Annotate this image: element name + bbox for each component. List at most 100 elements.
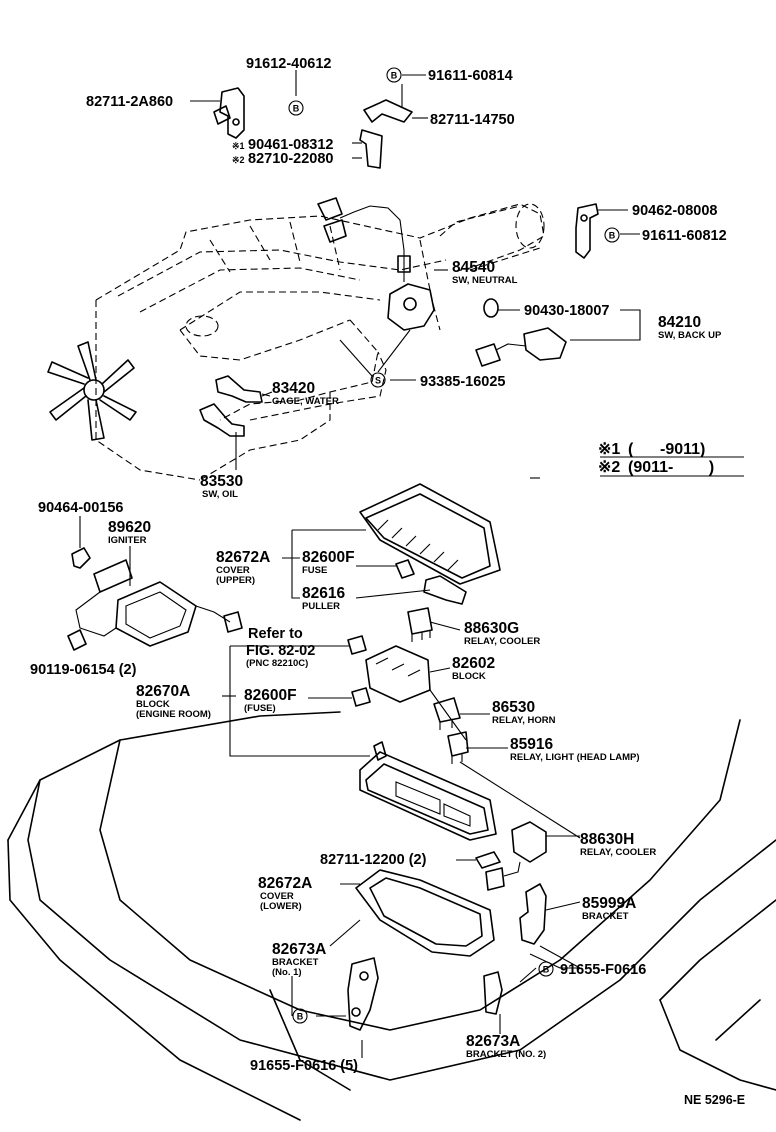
label-82600f-b: 82600F [244,687,297,704]
bracket-82711-2a860 [213,87,245,139]
svg-text:B: B [543,965,550,975]
label-88630h: 88630H [580,831,634,848]
fan-icon [47,341,137,441]
label-91611-60814: 91611-60814 [428,68,513,84]
label-91612-40612: 91612-40612 [246,56,331,72]
bracket-82711-14750 [359,99,413,169]
label-85999a-name: BRACKET [582,911,629,922]
label-90461-08312: 90461-08312 [248,137,333,153]
neutral-switch-84540 [317,197,435,331]
label-84210-name: SW, BACK UP [658,330,722,341]
leader-lines [79,70,641,1058]
bracket-82673a-1 [347,957,379,1031]
label-82672a-upper-name1: COVER [216,565,250,576]
svg-text:B: B [293,104,300,114]
relay-85916 [447,731,469,764]
label-85916: 85916 [510,736,553,753]
bracket-85999a [519,883,547,945]
igniter-89620 [67,547,243,651]
label-82673a-1-name2: (No. 1) [272,967,302,978]
label-82670a-name2: (ENGINE ROOM) [136,709,211,720]
label-82673a-2: 82673A [466,1033,520,1050]
label-82711-14750: 82711-14750 [430,112,515,128]
label-82600f-b-name: (FUSE) [244,703,276,714]
label-82672a-upper: 82672A [216,549,270,566]
label-82673a-2-name: BRACKET (NO. 2) [466,1049,546,1060]
label-82673a-1-name1: BRACKET [272,957,319,968]
label-82672a-lower-name2: (LOWER) [260,901,302,912]
label-82602-name: BLOCK [452,671,486,682]
label-93385-16025: 93385-16025 [420,374,505,390]
relay-88630h [485,821,547,891]
label-82616: 82616 [302,585,345,602]
label-sub-mark-2: ※2 [232,155,245,165]
label-82672a-upper-name2: (UPPER) [216,575,255,586]
block-82602 [365,645,431,703]
label-91611-60812: 91611-60812 [642,228,727,244]
label-82672a-lower: 82672A [258,875,312,892]
figure-code: NE 5296-E [684,1093,745,1107]
symbol-b-3: B [604,227,620,243]
puller-82616 [423,575,467,605]
label-85916-name: RELAY, LIGHT (HEAD LAMP) [510,752,639,763]
fuse-82600f [395,559,415,579]
oil-switch-83530 [199,403,245,437]
svg-text:B: B [391,71,398,81]
label-86530: 86530 [492,699,535,716]
label-83420-name: GAGE, WATER [272,396,339,407]
bracket-82673a-2 [483,971,503,1015]
label-84540-name: SW, NEUTRAL [452,275,518,286]
label-88630h-name: RELAY, COOLER [580,847,656,858]
label-89620-name: IGNITER [108,535,147,546]
cover-upper [359,483,501,585]
symbol-b-2: B [386,67,402,83]
note-mark-1: ※1 [598,441,620,458]
label-91655-f0616: 91655-F0616 [560,962,646,978]
label-88630g: 88630G [464,620,519,637]
label-82602: 82602 [452,655,495,672]
svg-text:B: B [609,231,616,241]
label-84540: 84540 [452,259,495,276]
svg-text:S: S [375,376,381,386]
label-83530-name: SW, OIL [202,489,238,500]
water-gage-83420 [215,375,271,403]
label-85999a: 85999A [582,895,636,912]
fuse-82600f-b [347,635,371,707]
back-up-switch-84210 [475,298,567,367]
block-engine-room [359,741,497,841]
label-86530-name: RELAY, HORN [492,715,556,726]
relay-88630g [407,607,433,642]
label-82670a: 82670A [136,683,190,700]
label-90462-08008: 90462-08008 [632,203,717,219]
label-89620: 89620 [108,519,151,536]
refer-line-1: Refer to [248,626,303,642]
cover-lower [355,869,495,957]
clip-82711-12200 [475,851,501,869]
label-84210: 84210 [658,314,701,331]
refer-line-2: FIG. 82-02 [246,643,315,659]
svg-text:B: B [297,1012,304,1022]
label-82672a-lower-name1: COVER [260,891,294,902]
label-90119-06154: 90119-06154 (2) [30,662,137,678]
symbol-s-1: S [370,372,386,388]
label-sub-mark-1: ※1 [232,141,245,151]
note-range-1: ( -9011) [628,441,705,458]
label-82670a-name1: BLOCK [136,699,170,710]
label-90464-00156: 90464-00156 [38,500,123,516]
label-82711-2a860: 82711-2A860 [86,94,173,110]
refer-line-3: (PNC 82210C) [246,658,308,669]
label-83530: 83530 [200,473,243,490]
label-82616-name: PULLER [302,601,340,612]
label-91655-f0616-5: 91655-F0616 (5) [250,1058,358,1074]
label-88630g-name: RELAY, COOLER [464,636,540,647]
symbol-b-5: B [292,1008,308,1024]
note-range-2: (9011- ) [628,459,714,476]
label-82600f-a-name: FUSE [302,565,327,576]
vehicle-body [7,711,776,1121]
symbol-b-4: B [538,961,554,977]
label-90430-18007: 90430-18007 [524,303,609,319]
label-82600f-a: 82600F [302,549,355,566]
engine-outline [95,203,545,481]
label-82673a-1: 82673A [272,941,326,958]
